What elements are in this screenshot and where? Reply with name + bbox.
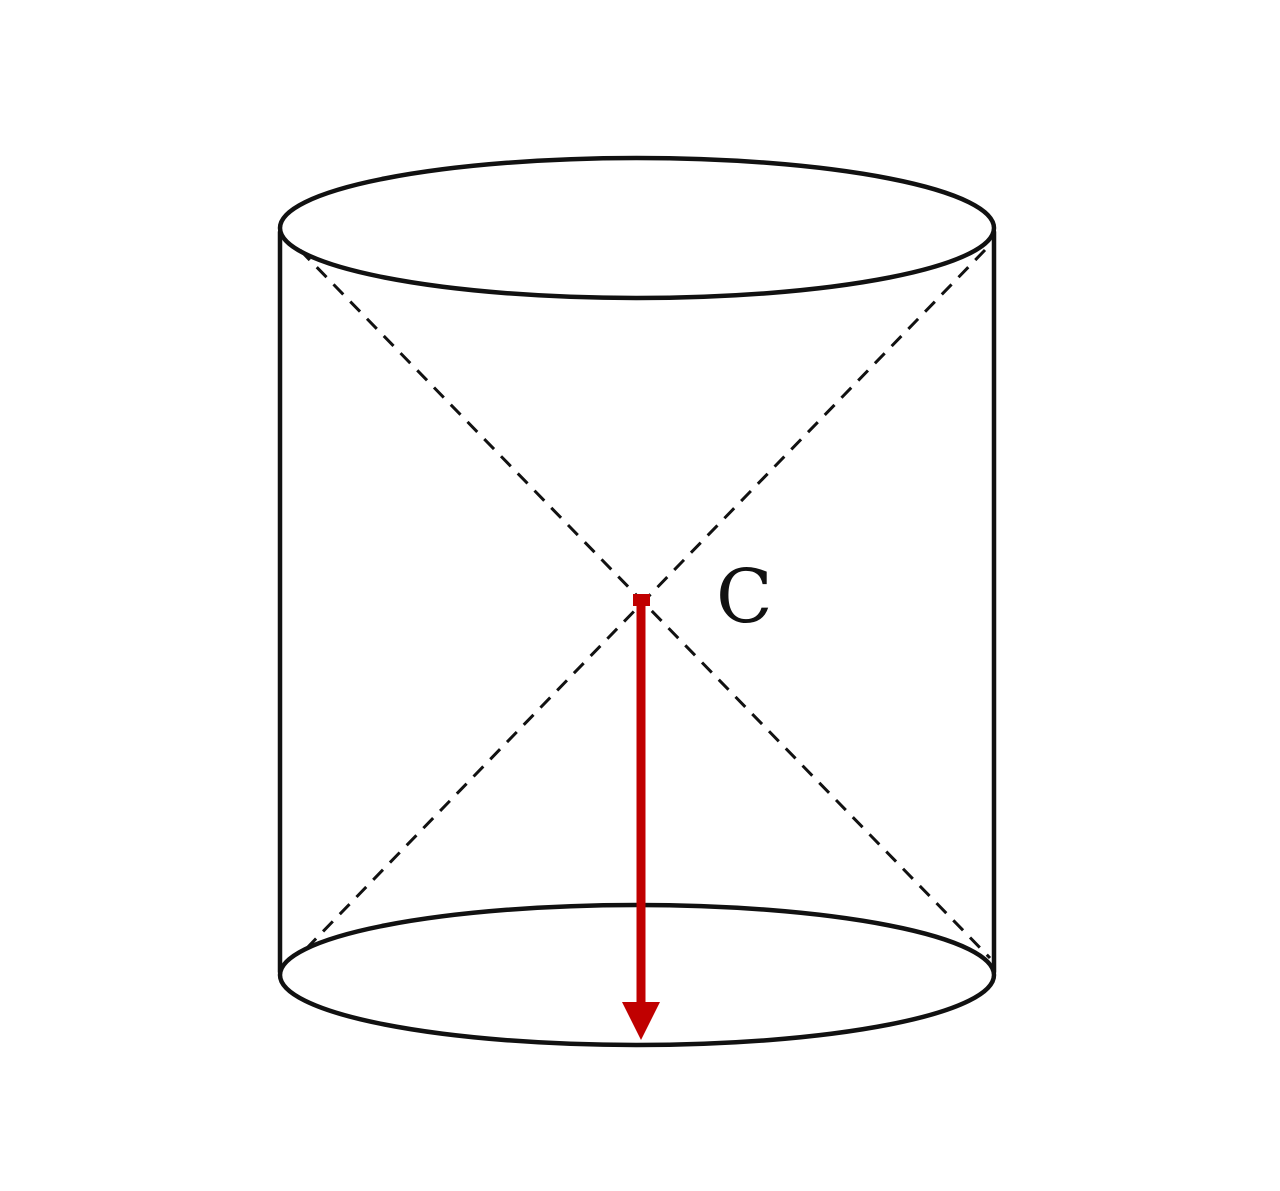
center-label: C bbox=[716, 554, 773, 640]
red-arrow-tail bbox=[633, 594, 650, 606]
cylinder-top-ellipse bbox=[277, 155, 997, 301]
diagonal-line-1 bbox=[298, 248, 992, 960]
red-arrow-head bbox=[622, 1002, 660, 1040]
